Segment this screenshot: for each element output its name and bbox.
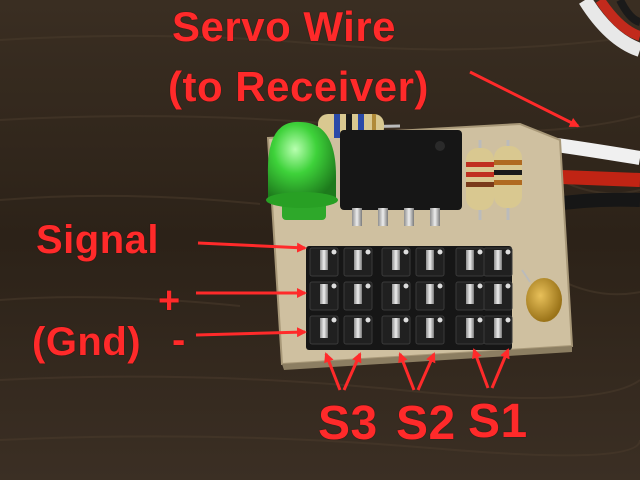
header-pin	[466, 318, 474, 338]
arrow-gnd	[195, 327, 307, 338]
pin-highlight	[331, 249, 337, 255]
pin-highlight	[403, 317, 409, 323]
tantalum-capacitor	[521, 269, 562, 322]
pin-highlight	[437, 283, 443, 289]
label-gnd: (Gnd)	[32, 320, 142, 364]
label-s1: S1	[468, 395, 528, 448]
header-pin	[354, 284, 362, 304]
header-pin	[354, 250, 362, 270]
header-pin	[426, 250, 434, 270]
label-plus: +	[158, 280, 181, 322]
pin-highlight	[403, 249, 409, 255]
header-pin	[392, 284, 400, 304]
label-s3: S3	[318, 397, 378, 450]
label-minus: -	[172, 318, 186, 362]
arrow-s1-right	[490, 348, 510, 389]
cable-coil	[579, 0, 640, 57]
ic-chip	[340, 130, 462, 226]
header-pin	[466, 250, 474, 270]
arrow-s2-left	[398, 352, 416, 391]
arrow-s1-left	[472, 348, 490, 389]
pin-highlight	[331, 283, 337, 289]
pin-highlight	[505, 283, 511, 289]
arrow-s3-right	[342, 352, 362, 391]
label-signal: Signal	[36, 218, 160, 262]
arrow-s2-right	[416, 352, 436, 391]
pin-highlight	[331, 317, 337, 323]
header-pin	[494, 318, 502, 338]
header-pin	[426, 284, 434, 304]
header-pin	[392, 250, 400, 270]
pin-highlight	[365, 249, 371, 255]
pin-highlight	[403, 283, 409, 289]
arrow-s3-left	[324, 352, 342, 391]
pin-highlight	[477, 317, 483, 323]
pin-highlight	[505, 249, 511, 255]
label-servo-wire: Servo Wire	[172, 3, 397, 50]
header-pin	[494, 250, 502, 270]
pin-highlight	[477, 249, 483, 255]
arrow-servo-wire	[469, 70, 580, 128]
pin-highlight	[477, 283, 483, 289]
header-pin	[320, 250, 328, 270]
header-pin	[320, 284, 328, 304]
header-pin	[426, 318, 434, 338]
green-led	[266, 121, 338, 220]
header-pin	[354, 318, 362, 338]
header-pin	[320, 318, 328, 338]
pin-highlight	[365, 317, 371, 323]
pin-highlight	[437, 317, 443, 323]
label-s2: S2	[396, 397, 456, 450]
pin-highlight	[365, 283, 371, 289]
label-to-receiver: (to Receiver)	[168, 63, 429, 110]
header-pin	[494, 284, 502, 304]
arrow-signal	[197, 241, 307, 253]
pin-highlight	[437, 249, 443, 255]
header-pin	[466, 284, 474, 304]
header-pin	[392, 318, 400, 338]
pin-header-block	[306, 246, 513, 350]
pin-highlight	[505, 317, 511, 323]
resistors-right	[466, 140, 522, 220]
